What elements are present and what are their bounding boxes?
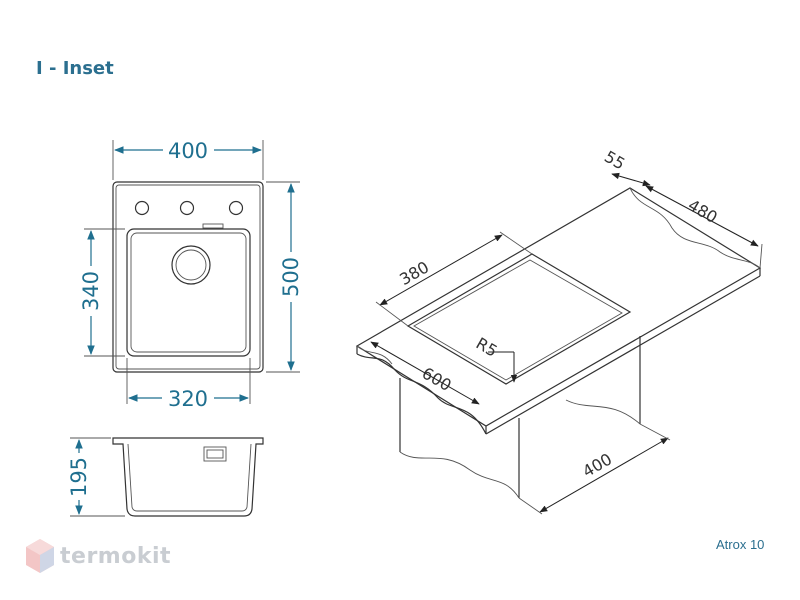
iso-view: 380 600 55 480 R5 400 — [355, 147, 763, 515]
bowl-outline — [126, 228, 251, 357]
dim-edge: 55 — [601, 147, 628, 174]
section-view: 195 — [67, 437, 264, 517]
tap-hole-icon — [228, 200, 244, 216]
termokit-logo: termokit — [24, 536, 184, 576]
drain-icon — [171, 245, 211, 285]
dim-cabinet: 400 — [579, 449, 615, 481]
model-name: Atrox 10 — [716, 537, 765, 552]
overflow-slot — [203, 446, 227, 462]
drawing-title: I - Inset — [36, 58, 114, 79]
dim-radius: R5 — [473, 334, 501, 361]
dim-bowl-width: 320 — [168, 387, 208, 411]
dim-width: 400 — [168, 139, 208, 163]
dim-height: 500 — [279, 257, 303, 297]
hexagon-logo-icon — [26, 539, 54, 573]
tap-hole-icon — [134, 200, 150, 216]
dim-width-iso: 480 — [685, 195, 721, 227]
overflow-slot — [202, 223, 224, 229]
dim-bowl-height: 340 — [79, 271, 103, 311]
dim-depth: 195 — [67, 457, 91, 497]
dim-bowl-length: 380 — [396, 257, 432, 289]
tap-hole-icon — [179, 200, 195, 216]
dim-length: 600 — [419, 363, 455, 395]
sink-outline — [112, 181, 264, 373]
top-view: 400 500 340 320 — [79, 139, 303, 411]
logo-text: termokit — [60, 544, 172, 569]
